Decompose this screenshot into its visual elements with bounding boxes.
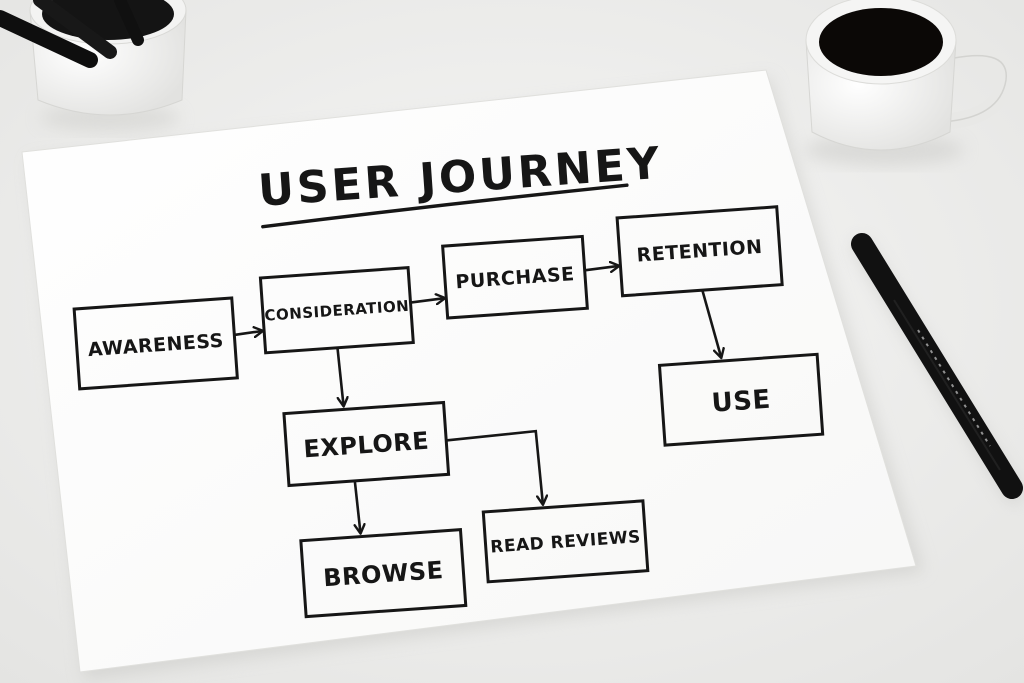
node-purchase-box: [441, 234, 589, 320]
arrow-consideration-to-purchase: [410, 298, 444, 302]
coffee: [819, 8, 943, 76]
node-use-label: USE: [711, 385, 772, 419]
node-explore-box: [282, 400, 451, 488]
marker-pen: [851, 233, 1023, 503]
arrow-explore-to-read-reviews: [446, 429, 543, 510]
arrow-explore-to-browse: [355, 480, 361, 533]
arrow-awareness-to-consideration: [234, 331, 262, 335]
node-use-box: [657, 352, 825, 447]
node-read-reviews-box: [481, 499, 650, 584]
paper-sheet: [21, 69, 917, 673]
title-underline: [261, 183, 629, 229]
node-awareness-box: [72, 296, 239, 391]
coffee-mug: [804, 0, 1015, 166]
arrow-retention-to-use: [701, 289, 721, 358]
node-consideration-box: [258, 266, 415, 355]
node-browse-box: [299, 528, 468, 619]
pen-cup: [0, 0, 187, 132]
arrow-consideration-to-explore: [336, 347, 343, 406]
arrow-purchase-to-retention: [584, 266, 619, 270]
